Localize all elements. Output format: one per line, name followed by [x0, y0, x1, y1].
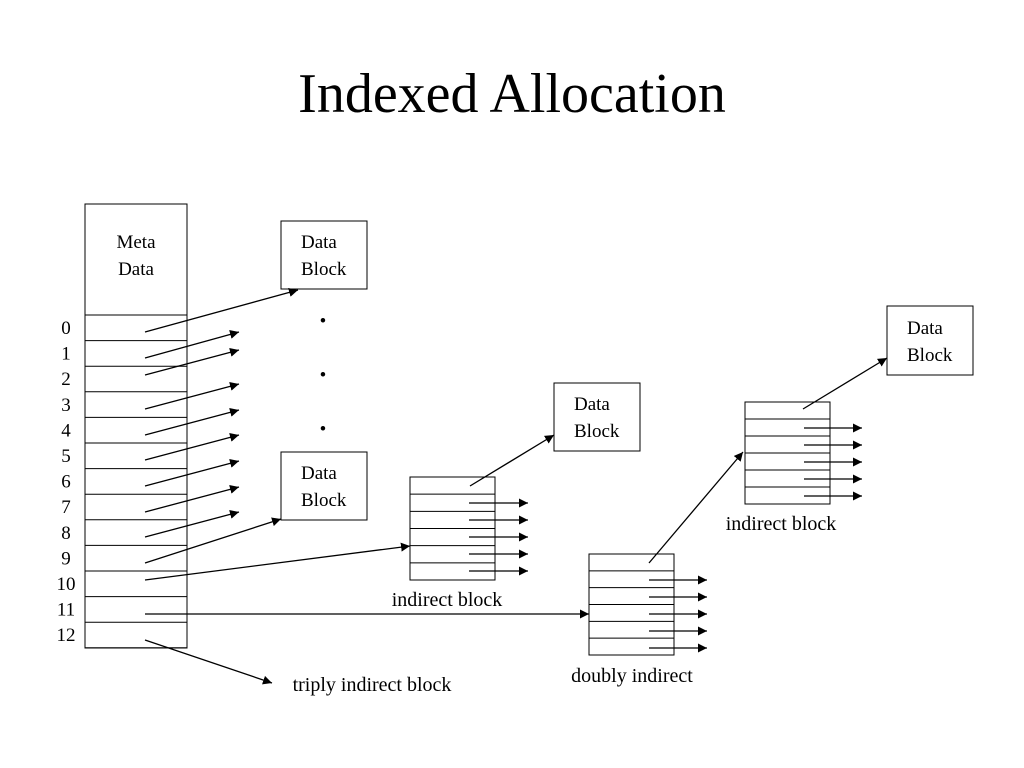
data-block-middle-line1: Data — [574, 394, 610, 415]
data-block-middle: Data Block — [553, 382, 641, 452]
ellipsis-dot-2: • — [320, 365, 327, 386]
data-block-middle-box — [553, 382, 641, 452]
meta-label-line1: Meta — [116, 232, 156, 253]
triply-indirect-block-label: triply indirect block — [293, 674, 452, 696]
indirect-block-label: indirect block — [392, 589, 503, 611]
arrow-ptr10-to-indirect — [144, 542, 411, 581]
indirect-block-second-level — [744, 401, 862, 505]
arrow-doubly-to-indirect2 — [648, 451, 744, 564]
arrow-ptr5 — [144, 432, 240, 461]
ellipsis-dot-3: • — [320, 419, 327, 440]
slide-title: Indexed Allocation — [298, 63, 726, 125]
ellipsis-dot-1: • — [320, 311, 327, 332]
inode-pointer-rows — [85, 314, 187, 649]
inode-index-4: 4 — [61, 420, 71, 441]
arrow-ptr8 — [144, 509, 240, 538]
arrow-indirect2-to-data-right — [802, 357, 888, 410]
data-block-right-line1: Data — [907, 318, 943, 339]
data-block-bottom: Data Block — [280, 451, 368, 521]
inode-index-6: 6 — [61, 472, 71, 493]
pointer-arrows — [144, 288, 888, 685]
indirect-block-second-level-label: indirect block — [726, 513, 837, 535]
indirect-block — [409, 476, 528, 581]
inode-index-11: 11 — [57, 600, 75, 621]
data-block-top-line1: Data — [301, 232, 337, 253]
data-block-bottom-line2: Block — [301, 490, 347, 511]
data-block-right: Data Block — [886, 305, 974, 376]
inode-index-5: 5 — [61, 446, 71, 467]
inode-index-7: 7 — [61, 497, 71, 518]
inode-index-2: 2 — [61, 369, 71, 390]
doubly-indirect-block — [588, 553, 707, 656]
inode-index-9: 9 — [61, 548, 71, 569]
data-block-top-line2: Block — [301, 259, 347, 280]
data-block-bottom-line1: Data — [301, 463, 337, 484]
inode-index-0: 0 — [61, 318, 71, 339]
data-block-bottom-box — [280, 451, 368, 521]
arrow-ptr6 — [144, 458, 240, 487]
data-block-right-box — [886, 305, 974, 376]
arrow-ptr9-to-data-bottom — [144, 517, 282, 564]
inode-index-12: 12 — [57, 625, 76, 646]
inode-index-3: 3 — [61, 395, 71, 416]
data-block-top-box — [280, 220, 368, 290]
arrow-ptr2 — [144, 347, 240, 376]
arrow-indirect-to-data-middle — [469, 434, 555, 487]
data-block-top: Data Block — [280, 220, 368, 290]
arrow-ptr3 — [144, 381, 240, 410]
inode-index-8: 8 — [61, 523, 71, 544]
arrow-ptr12-to-triply — [144, 639, 273, 685]
data-block-right-line2: Block — [907, 345, 953, 366]
data-block-middle-line2: Block — [574, 421, 620, 442]
arrow-ptr0-to-data-top — [144, 288, 299, 333]
doubly-indirect-label: doubly indirect — [571, 665, 693, 687]
arrow-ptr7 — [144, 484, 240, 513]
inode-index-1: 1 — [61, 344, 71, 365]
inode-index-10: 10 — [57, 574, 76, 595]
inode-outline — [84, 203, 188, 649]
arrow-ptr1 — [144, 330, 240, 359]
meta-label-line2: Data — [118, 259, 154, 280]
arrow-ptr4 — [144, 407, 240, 436]
